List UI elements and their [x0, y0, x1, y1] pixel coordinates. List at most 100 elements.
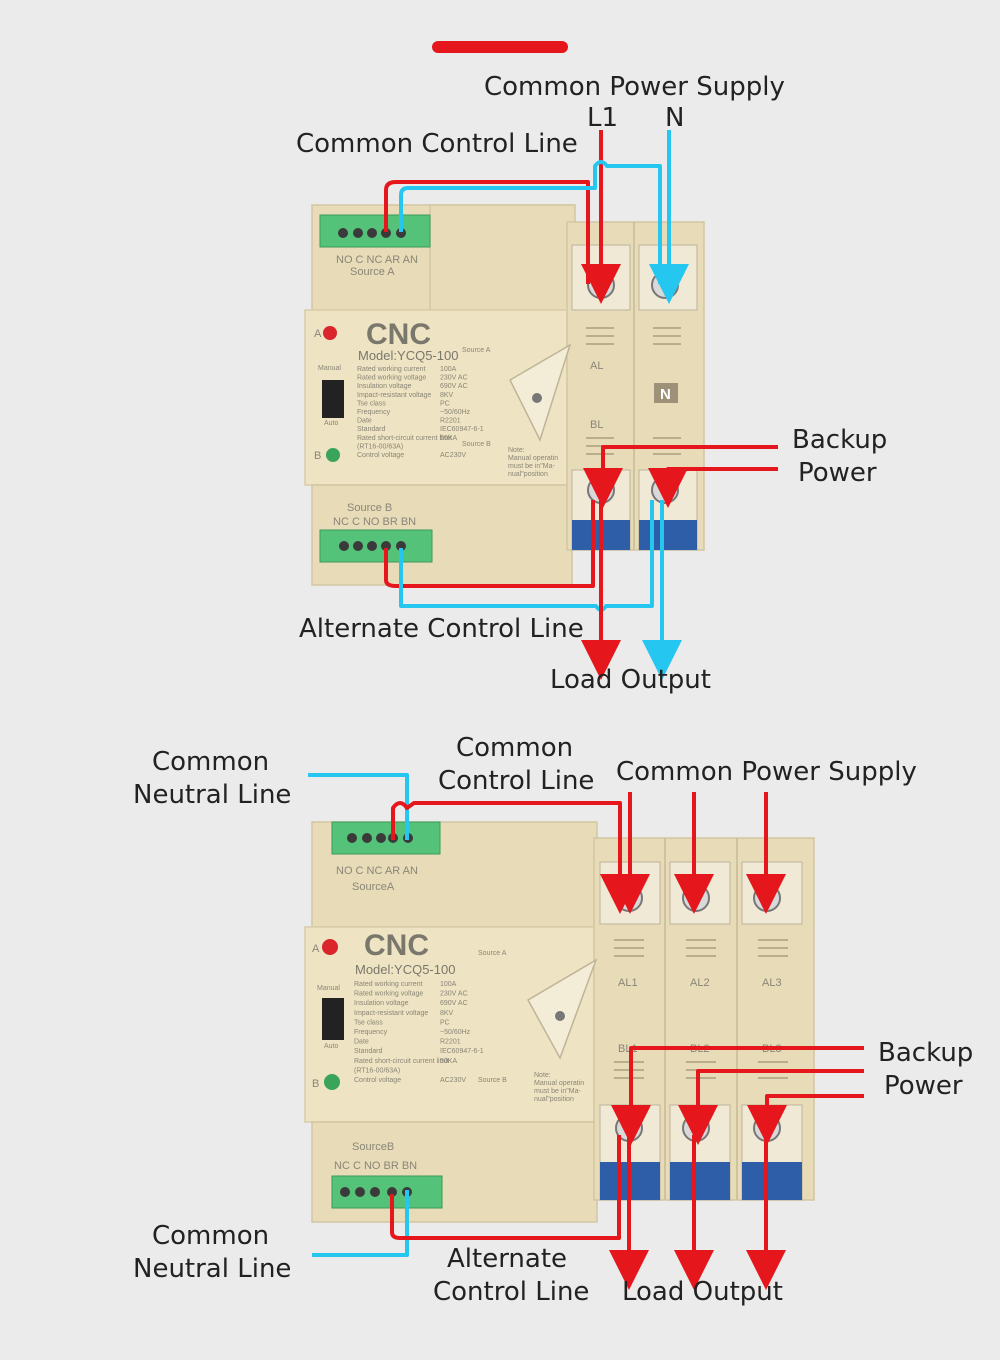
- selector-knob[interactable]: [509, 343, 572, 442]
- label-common-power-supply: Common Power Supply: [484, 72, 785, 102]
- pole-label-al: AL: [590, 360, 603, 372]
- spec-value: 50KA: [440, 435, 457, 442]
- wire-backup-1: [611, 1046, 864, 1145]
- wire-alt-control-red: [384, 500, 595, 588]
- spec-label: Standard: [357, 426, 386, 433]
- wires-bottom: [308, 773, 864, 1290]
- model-number: Model:YCQ5-100: [358, 348, 458, 363]
- spec-label: Frequency: [357, 409, 391, 416]
- spec-table-4p: Rated working current 100A Rated working v…: [354, 981, 484, 1084]
- spec-value: 100A: [440, 366, 457, 373]
- spec-value: R2201: [440, 418, 461, 425]
- spec-label: Tse class: [354, 1019, 383, 1026]
- spec-value: ~50/60Hz: [440, 1029, 471, 1036]
- label-load-output: Load Output: [550, 665, 711, 695]
- spec-label: Rated working current: [357, 366, 426, 373]
- svg-text:B: B: [314, 450, 321, 462]
- pole-label-al2: AL2: [690, 977, 710, 989]
- label-common-control-1: Common: [456, 733, 573, 763]
- label-common-control-2: Control Line: [438, 766, 594, 796]
- svg-text:Auto: Auto: [324, 1043, 339, 1050]
- wire-common-neutral-top: [308, 773, 409, 840]
- indicator-b-4p: [324, 1074, 340, 1090]
- spec-value: 8KV: [440, 1010, 454, 1017]
- svg-text:nual"position: nual"position: [534, 1096, 574, 1103]
- label-common-power-supply-4p: Common Power Supply: [616, 757, 917, 787]
- label-common-neutral-top-2: Neutral Line: [133, 780, 291, 810]
- spec-value: PC: [440, 1019, 450, 1026]
- label-l1: L1: [587, 103, 618, 133]
- source-b-label: Source B: [347, 502, 392, 514]
- knob-source-b-4p: Source B: [478, 1077, 507, 1084]
- manual-auto-switch[interactable]: [322, 380, 344, 418]
- terminal-labels-a-4p: NO C NC AR AN: [336, 865, 418, 877]
- svg-text:nual"position: nual"position: [508, 471, 548, 478]
- pole-label-al1: AL1: [618, 977, 638, 989]
- spec-label: (RT16-00/63A): [357, 443, 403, 450]
- knob-source-b: Source B: [462, 441, 491, 448]
- switch-2p: AL N BL NO C NC AR AN Source A A CNC Mod…: [304, 204, 705, 586]
- spec-value: IEC60947-6-1: [440, 426, 484, 433]
- model-number-4p: Model:YCQ5-100: [355, 962, 455, 977]
- spec-label: Insulation voltage: [354, 1000, 409, 1007]
- spec-label: Rated short-circuit current limit: [357, 435, 452, 442]
- svg-text:B: B: [312, 1078, 319, 1090]
- label-power: Power: [798, 458, 877, 488]
- manual-auto-switch-4p[interactable]: [322, 998, 344, 1040]
- spec-value: PC: [440, 400, 450, 407]
- spec-label: Rated short-circuit current limit: [354, 1058, 449, 1065]
- knob-source-a-4p: Source A: [478, 950, 507, 957]
- wire-backup-l: [583, 445, 778, 508]
- header-bar: [432, 41, 568, 53]
- indicator-a-4p: [322, 939, 338, 955]
- spec-value: AC230V: [440, 452, 466, 459]
- wire-common-control-red-4p: [391, 801, 640, 914]
- label-common-neutral-bottom-1: Common: [152, 1221, 269, 1251]
- svg-text:Manual: Manual: [318, 365, 341, 372]
- spec-value: IEC60947-6-1: [440, 1048, 484, 1055]
- wire-common-neutral-bottom: [312, 1190, 409, 1257]
- svg-text:must be in"Ma-: must be in"Ma-: [534, 1088, 582, 1095]
- svg-text:Manual: Manual: [317, 985, 340, 992]
- brand-logo: CNC: [366, 318, 431, 351]
- terminal-n-screw: [651, 271, 679, 299]
- svg-text:Auto: Auto: [324, 420, 339, 427]
- knob-source-a: Source A: [462, 347, 491, 354]
- selector-knob-4p[interactable]: [526, 958, 598, 1060]
- source-a-label: Source A: [350, 266, 395, 278]
- indicator-b: [326, 448, 340, 462]
- svg-text:Note:: Note:: [534, 1072, 551, 1079]
- spec-label: Rated working voltage: [354, 991, 423, 998]
- spec-label: Control voltage: [357, 452, 404, 459]
- spec-label: Impact-resistant voltage: [354, 1010, 428, 1017]
- svg-text:Manual operatin: Manual operatin: [534, 1080, 584, 1087]
- label-alternate-control-line: Alternate Control Line: [299, 614, 584, 644]
- label-n: N: [665, 103, 684, 133]
- spec-label: Impact-resistant voltage: [357, 392, 431, 399]
- spec-label: Insulation voltage: [357, 383, 412, 390]
- label-common-neutral-top-1: Common: [152, 747, 269, 777]
- source-a-label-4p: SourceA: [352, 881, 395, 893]
- wire-common-control-cyan: [399, 160, 662, 284]
- pole-label-bl: BL: [590, 419, 603, 431]
- spec-value: R2201: [440, 1039, 461, 1046]
- spec-label: Date: [357, 418, 372, 425]
- spec-value: ~50/60Hz: [440, 409, 471, 416]
- indicator-a: [323, 326, 337, 340]
- spec-label: Tse class: [357, 400, 386, 407]
- terminal-labels-b: NC C NO BR BN: [333, 516, 416, 528]
- spec-value: 690V AC: [440, 383, 468, 390]
- spec-value: 8KV: [440, 392, 454, 399]
- spec-label: Rated working voltage: [357, 375, 426, 382]
- spec-value: 100A: [440, 981, 457, 988]
- spec-value: AC230V: [440, 1077, 466, 1084]
- spec-value: 230V AC: [440, 375, 468, 382]
- wires-top: [384, 130, 778, 680]
- spec-label: Rated working current: [354, 981, 423, 988]
- spec-value: 50KA: [440, 1058, 457, 1065]
- pole-label-n: N: [660, 386, 671, 403]
- spec-label: Standard: [354, 1048, 383, 1055]
- brand-logo-4p: CNC: [364, 929, 429, 962]
